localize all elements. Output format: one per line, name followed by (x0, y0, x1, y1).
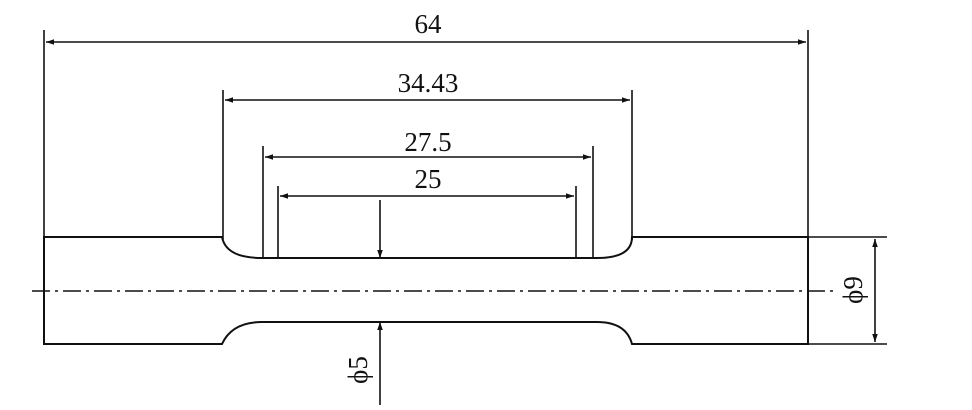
dim-25-label: 25 (415, 164, 442, 194)
dim-reduced-length: 27.5 (265, 127, 591, 160)
dim-gauge-length: 25 (280, 164, 574, 199)
dim-overall-length: 64 (46, 9, 806, 45)
dim-27-5-label: 27.5 (404, 127, 451, 157)
dim-phi5-label: ϕ5 (343, 356, 373, 384)
dim-34-43-label: 34.43 (398, 68, 459, 98)
dim-grip-diameter: ϕ9 (838, 239, 878, 342)
dim-fillet-length: 34.43 (225, 68, 630, 103)
extension-lines (43, 30, 887, 345)
dim-64-label: 64 (415, 9, 443, 39)
dim-phi9-label: ϕ9 (838, 276, 868, 304)
dim-gauge-diameter: ϕ5 (343, 200, 383, 405)
